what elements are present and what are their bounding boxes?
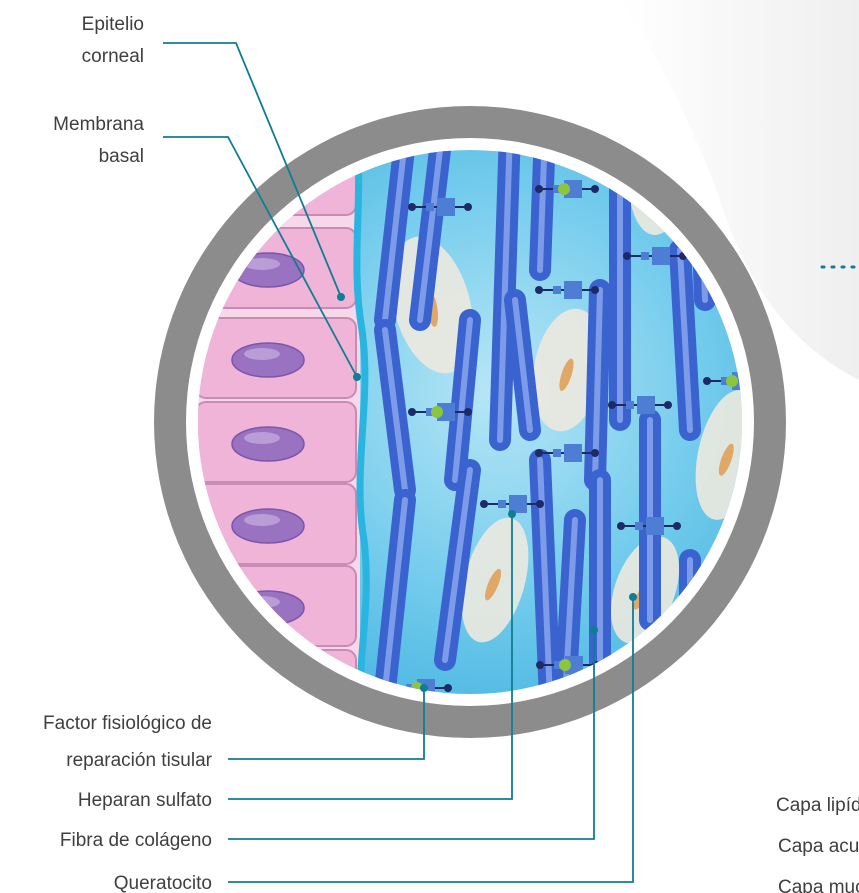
basement-membrane (352, 150, 370, 694)
keratocyte-nucleus (559, 358, 574, 391)
label-heparan: Heparan sulfato (78, 790, 212, 811)
repair-factor (558, 183, 570, 195)
keratocyte-nucleus (484, 568, 502, 601)
label-epitelio-line2: corneal (82, 46, 144, 67)
heparan-node (591, 185, 599, 193)
fiber-highlight (382, 497, 408, 693)
heparan-unit (646, 517, 664, 535)
heparan-unit (635, 522, 643, 530)
leader-epitelio-dot (337, 293, 345, 301)
leader-queratocito-dot (629, 593, 637, 601)
heparan-node (408, 203, 416, 211)
heparan-unit (509, 495, 527, 513)
label-queratocito: Queratocito (114, 873, 212, 893)
keratocyte-nucleus (718, 443, 734, 476)
heparan-node (464, 408, 472, 416)
leader-membrana-dot (353, 373, 361, 381)
heparan-unit (564, 444, 582, 462)
heparan-unit (564, 281, 582, 299)
heparan-unit (437, 198, 455, 216)
nucleus-highlight (244, 680, 280, 692)
heparan-node (591, 449, 599, 457)
heparan-unit (426, 203, 434, 211)
fiber-highlight (537, 457, 553, 694)
heparan-node (535, 286, 543, 294)
heparan-unit (626, 401, 634, 409)
label-membrana-line2: basal (99, 146, 144, 167)
fiber-highlight (677, 247, 693, 433)
nucleus-highlight (244, 348, 280, 360)
heparan-unit (498, 500, 506, 508)
heparan-node (535, 185, 543, 193)
heparan-unit (553, 286, 561, 294)
repair-factor (726, 375, 738, 387)
leader-factor (228, 688, 425, 760)
heparan-unit (721, 377, 729, 385)
heparan-node (623, 252, 631, 260)
cell-nucleus (231, 342, 305, 378)
leader-membrana (163, 136, 358, 378)
fiber-highlight (417, 150, 443, 323)
heparan-node (591, 286, 599, 294)
label-fibra: Fibra de colágeno (60, 830, 212, 851)
heparan-node (536, 500, 544, 508)
heparan-unit (564, 180, 582, 198)
repair-factor (559, 659, 571, 671)
leader-queratocito (228, 597, 634, 883)
heparan-unit (652, 247, 670, 265)
fiber-highlight (497, 150, 513, 443)
heparan-node (535, 449, 543, 457)
leader-fibra-dot (590, 626, 598, 634)
leader-epitelio (163, 42, 342, 298)
leader-fibra (228, 630, 595, 840)
label-capa-lipidica: Capa lipídica (776, 795, 859, 816)
cell-nucleus (231, 508, 305, 544)
fiber-highlight (382, 150, 408, 323)
heparan-unit (637, 396, 655, 414)
label-factor-line1: Factor fisiológico de (43, 713, 212, 734)
fiber-highlight (382, 327, 408, 493)
heparan-node (617, 522, 625, 530)
heparan-node (703, 377, 711, 385)
leader-lines (163, 42, 637, 883)
repair-factor (431, 406, 443, 418)
nucleus-highlight (244, 432, 280, 444)
leader-heparan (228, 514, 513, 800)
label-capa-acuosa: Capa acuosa (778, 836, 859, 857)
nucleus-highlight (244, 258, 280, 270)
heparan-node (536, 661, 544, 669)
heparan-node (664, 401, 672, 409)
fiber-highlight (442, 467, 473, 663)
label-membrana-line1: Membrana (53, 114, 144, 135)
heparan-node (464, 203, 472, 211)
heparan-unit (553, 449, 561, 457)
collagen-fibers (374, 150, 742, 694)
label-factor-line2: reparación tisular (66, 750, 212, 771)
heparan-unit (554, 661, 562, 669)
heparan-node (444, 684, 452, 692)
heparan-node (408, 408, 416, 416)
label-epitelio-line1: Epitelio (82, 14, 144, 35)
heparan-node (608, 401, 616, 409)
leader-factor-dot (420, 684, 428, 692)
heparan-unit (426, 408, 434, 416)
labels: Epitelio corneal Membrana basal Factor f… (43, 14, 859, 893)
fiber-highlight (512, 297, 533, 433)
cell-nucleus (231, 426, 305, 462)
fiber-highlight (452, 317, 473, 483)
heparan-unit (437, 403, 455, 421)
heparan-unit (553, 185, 561, 193)
heparan-node (673, 522, 681, 530)
heparan-unit (565, 656, 583, 674)
heparan-unit (641, 252, 649, 260)
heparan-node (480, 500, 488, 508)
fiber-highlight (592, 287, 603, 483)
nucleus-highlight (244, 514, 280, 526)
background-shading (620, 0, 859, 380)
label-capa-mucosa: Capa mucosa (778, 877, 859, 893)
leader-heparan-dot (508, 510, 516, 518)
